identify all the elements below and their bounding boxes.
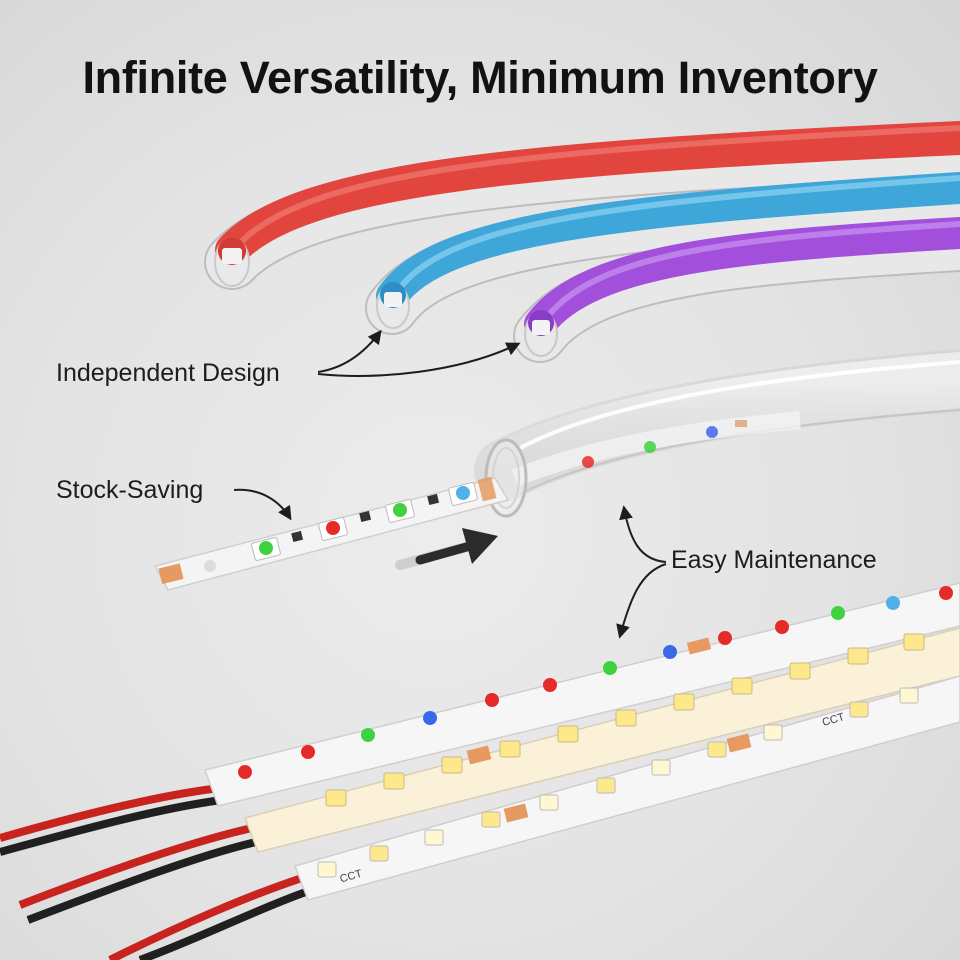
push-arrow-icon: [395, 528, 498, 570]
blue-neon-tube: [365, 172, 960, 335]
independent-design-label: Independent Design: [56, 359, 280, 387]
easy-maintenance-label: Easy Maintenance: [671, 546, 877, 574]
cct-strip: CCT CCT: [294, 675, 960, 901]
clear-tube: [474, 349, 960, 518]
independent-design-arrows: [317, 329, 521, 377]
warm-white-strip: [244, 627, 960, 853]
page-title: Infinite Versatility, Minimum Inventory: [82, 52, 878, 103]
purple-neon-tube: [513, 217, 960, 363]
wires: [0, 784, 308, 960]
stock-saving-strip: [153, 476, 510, 591]
rgb-strip: [204, 582, 960, 807]
stock-saving-label: Stock-Saving: [56, 476, 204, 504]
red-neon-tube: [204, 121, 960, 290]
easy-maintenance-arrows: [616, 505, 667, 639]
stock-saving-arrow: [233, 488, 292, 521]
